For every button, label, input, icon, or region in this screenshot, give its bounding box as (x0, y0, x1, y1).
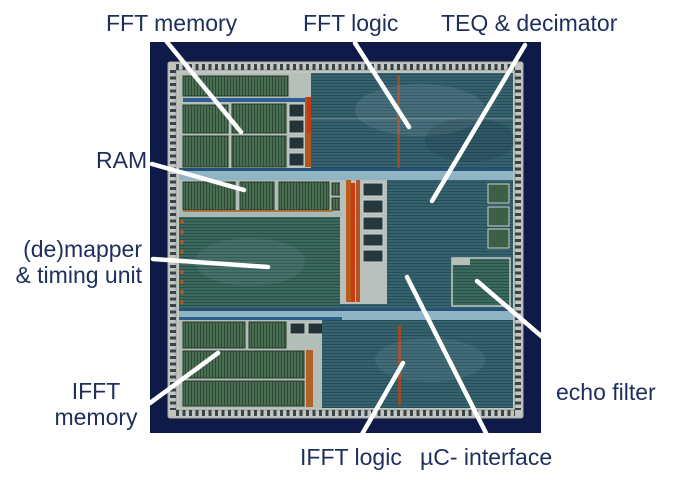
bond-pad-ring (170, 64, 521, 416)
teq-region (387, 180, 513, 308)
leader-echo-filter (474, 278, 592, 380)
leader-uc-interface (404, 274, 491, 440)
photo-texture (195, 84, 515, 382)
label-ifft-memory-line2: memory (54, 404, 138, 430)
label-demapper-timing-unit: (de)mapper & timing unit (0, 236, 142, 288)
leader-fft-logic (352, 40, 412, 130)
leader-teq-decimator (429, 42, 528, 204)
fft-memory-blocks (179, 73, 311, 170)
label-echo-filter: echo filter (556, 379, 656, 405)
chip-die-photo (150, 42, 541, 433)
label-teq-decimator: TEQ & decimator (441, 10, 618, 36)
label-fft-memory: FFT memory (106, 10, 238, 36)
leader-fft-memory (164, 39, 244, 135)
label-demapper-line1: (de)mapper (23, 236, 142, 262)
leader-ifft-memory (147, 350, 221, 406)
leader-demapper (150, 256, 271, 270)
divider-band-top (179, 168, 513, 180)
label-demapper-line2: & timing unit (15, 262, 142, 288)
leader-ram (149, 161, 247, 193)
label-ifft-memory: IFFT memory (40, 378, 152, 430)
label-ifft-memory-line1: IFFT (71, 378, 121, 404)
label-uc-interface: µC- interface (420, 444, 553, 470)
label-ram: RAM (96, 147, 148, 173)
ifft-memory-blocks (179, 317, 342, 408)
central-bus (340, 180, 387, 304)
divider-band-bottom (179, 308, 513, 320)
label-fft-logic: FFT logic (303, 10, 399, 36)
leader-lines (147, 39, 592, 440)
leader-ifft-logic (358, 360, 406, 439)
label-ifft-logic: IFFT logic (300, 444, 402, 470)
